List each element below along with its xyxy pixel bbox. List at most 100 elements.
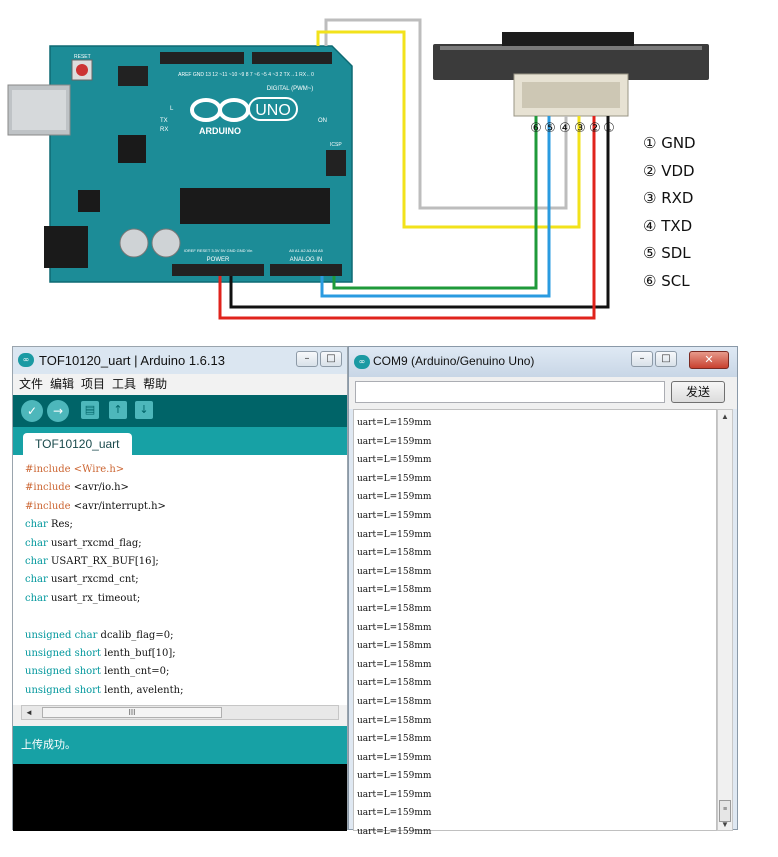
scroll-thumb[interactable]: III (42, 707, 222, 718)
vertical-scrollbar[interactable]: ▲ ≡ ▼ (717, 409, 733, 831)
ide-title: TOF10120_uart | Arduino 1.6.13 (39, 353, 225, 368)
code-token: unsigned (25, 647, 72, 659)
send-button[interactable]: 发送 (671, 381, 725, 403)
wiring-diagram: UNO ARDUINO DIGITAL (PWM~) POWER ANALOG … (7, 18, 709, 320)
code-token: char (74, 629, 98, 641)
code-line: unsigned short lenth, avelenth; (25, 682, 347, 700)
serial-line: uart=L=158mm (357, 715, 432, 726)
serial-output[interactable]: uart=L=159mm uart=L=159mm uart=L=159mm uart… (353, 409, 717, 837)
serial-line: uart=L=158mm (357, 641, 432, 652)
wire-txd (324, 18, 568, 210)
code-token: unsigned (25, 666, 72, 678)
code-token: char (25, 574, 48, 586)
pin-number-1: ① (603, 121, 615, 136)
tx-label: TX (160, 118, 168, 124)
capacitor (119, 228, 149, 258)
horizontal-scrollbar[interactable]: ◄ III (21, 705, 339, 720)
code-line: unsigned short lenth_cnt=0; (25, 663, 347, 681)
pin-legend-rxd: ③ RXD (643, 189, 694, 207)
arduino-board: UNO ARDUINO DIGITAL (PWM~) POWER ANALOG … (7, 45, 353, 283)
l-label: L (170, 106, 174, 112)
serial-line: uart=L=158mm (357, 603, 432, 614)
digital-header (160, 52, 244, 64)
code-token: Res; (47, 519, 73, 531)
close-icon[interactable]: ✕ (689, 351, 729, 369)
menu-edit[interactable]: 编辑 (50, 377, 75, 391)
verify-icon[interactable]: ✓ (21, 400, 43, 422)
minimize-icon[interactable]: – (296, 351, 318, 367)
send-row: 发送 (349, 377, 737, 409)
power-label: POWER (207, 257, 230, 263)
code-token: short (74, 684, 101, 696)
arduino-app-icon: ∞ (354, 355, 370, 369)
serial-titlebar[interactable]: ∞ COM9 (Arduino/Genuino Uno) – □ ✕ (349, 347, 737, 377)
code-token: <avr/interrupt.h> (70, 500, 166, 512)
pin-legend: ① GND ② VDD ③ RXD ④ TXD ⑤ SDL ⑥ SCL (643, 130, 696, 295)
serial-line: uart=L=158mm (357, 622, 432, 633)
serial-line: uart=L=159mm (357, 771, 432, 782)
pin-number-3: ③ (574, 121, 586, 136)
code-line: unsigned char dcalib_flag=0; (25, 627, 347, 645)
code-token: unsigned (25, 629, 72, 641)
code-token: usart_rx_timeout; (47, 592, 141, 604)
code-token: lenth, avelenth; (100, 684, 184, 696)
power-header (172, 264, 264, 276)
board-model: UNO (255, 102, 291, 119)
wire-rxd (316, 30, 581, 229)
code-line (25, 608, 347, 626)
code-token: char (25, 519, 48, 531)
icsp-label: ICSP (330, 142, 342, 148)
scroll-up-icon[interactable]: ▲ (721, 412, 729, 421)
code-line: #include <Wire.h> (25, 461, 347, 479)
code-line: unsigned short lenth_buf[10]; (25, 645, 347, 663)
menu-tools[interactable]: 工具 (112, 377, 137, 391)
serial-line: uart=L=159mm (357, 510, 432, 521)
menu-sketch[interactable]: 项目 (81, 377, 106, 391)
wire-vdd (218, 116, 596, 320)
ide-titlebar[interactable]: ∞ TOF10120_uart | Arduino 1.6.13 – □ (13, 347, 347, 374)
upload-icon[interactable]: → (47, 400, 69, 422)
pin-legend-vdd: ② VDD (643, 161, 695, 180)
ide-toolbar: ✓ → ▤ ↑ ↓ (13, 395, 347, 427)
open-icon[interactable]: ↑ (109, 401, 127, 419)
code-line: #include <avr/interrupt.h> (25, 498, 347, 516)
scroll-left-icon[interactable]: ◄ (25, 708, 33, 717)
maximize-icon[interactable]: □ (655, 351, 677, 367)
serial-input[interactable] (355, 381, 665, 403)
wire-scl (332, 116, 538, 290)
tab-sketch[interactable]: TOF10120_uart (23, 433, 132, 455)
pin-number-4: ④ (559, 121, 571, 136)
code-token: #include (25, 500, 71, 512)
code-token: <Wire.h> (73, 464, 125, 475)
serial-line: uart=L=159mm (357, 455, 432, 466)
pin-number-6: ⑥ (530, 121, 542, 136)
menu-file[interactable]: 文件 (19, 377, 44, 391)
save-icon[interactable]: ↓ (135, 401, 153, 419)
code-token: <avr/io.h> (70, 482, 129, 494)
pin-number-2: ② (589, 121, 601, 136)
code-line: char usart_rx_timeout; (25, 590, 347, 608)
status-bar: 上传成功。 (13, 726, 347, 764)
scroll-down-icon[interactable]: ▼ (721, 820, 729, 829)
new-icon[interactable]: ▤ (81, 401, 99, 419)
minimize-icon[interactable]: – (631, 351, 653, 367)
digital-label: DIGITAL (PWM~) (267, 86, 314, 92)
code-token: char (25, 592, 48, 604)
code-token: char (25, 555, 48, 567)
menu-help[interactable]: 帮助 (143, 377, 168, 391)
code-editor[interactable]: #include <Wire.h>#include <avr/io.h>#inc… (13, 455, 347, 705)
code-line: char USART_RX_BUF[16]; (25, 553, 347, 571)
code-line: #include <avr/io.h> (25, 479, 347, 497)
analog-header (270, 264, 342, 276)
ide-menubar: 文件编辑项目工具帮助 (13, 374, 347, 395)
wire-sdl (320, 116, 551, 298)
code-token: char (25, 537, 48, 549)
code-token: USART_RX_BUF[16]; (47, 555, 159, 567)
code-line: char Res; (25, 516, 347, 534)
analog-pin-labels: A0 A1 A2 A3 A4 A5 (289, 248, 324, 253)
serial-monitor-window: ∞ COM9 (Arduino/Genuino Uno) – □ ✕ 发送 ua… (348, 346, 738, 837)
maximize-icon[interactable]: □ (320, 351, 342, 367)
scroll-thumb[interactable]: ≡ (719, 800, 731, 822)
pin-legend-sdl: ⑤ SDL (643, 244, 691, 262)
code-line: char usart_rxcmd_cnt; (25, 571, 347, 589)
